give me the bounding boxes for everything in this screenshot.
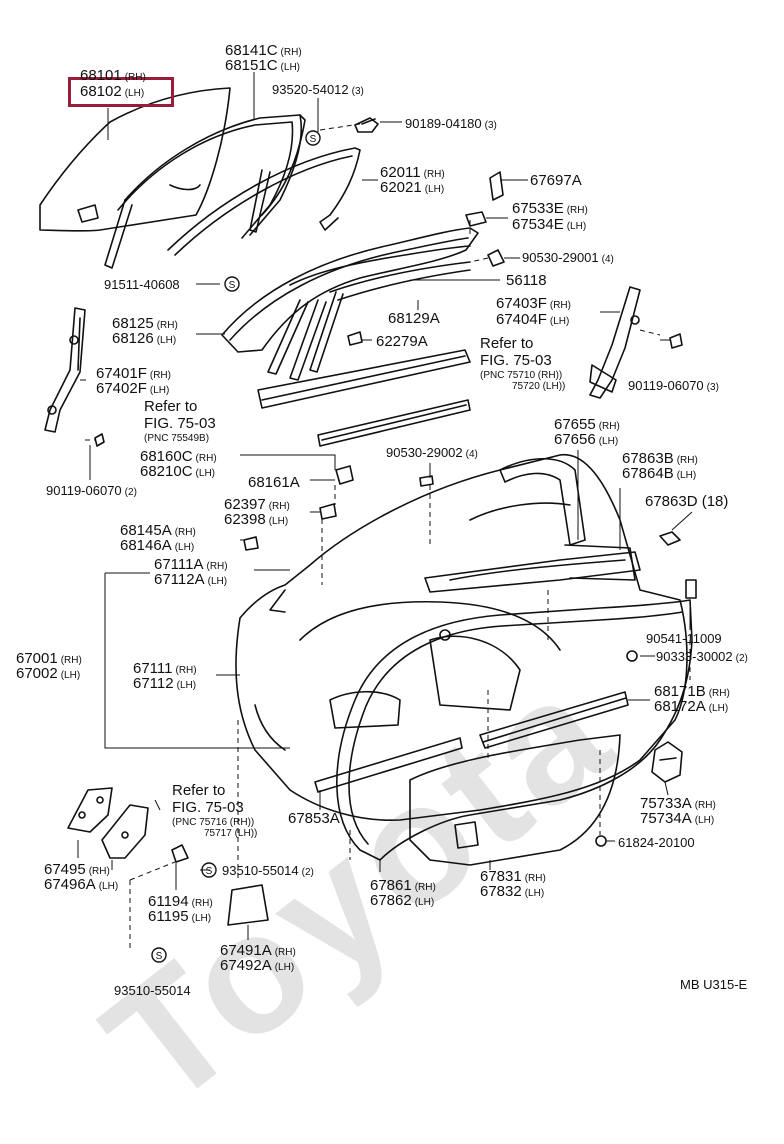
screw-mark: S	[206, 866, 213, 877]
label-67401f[interactable]: 67401F(RH)	[96, 365, 171, 382]
glass-run-channel	[124, 114, 303, 236]
label-67402f[interactable]: 67402F(LH)	[96, 380, 170, 397]
label-93520[interactable]: 93520-54012(3)	[272, 82, 364, 97]
reference-note-1[interactable]: Refer to FIG. 75-03 (PNC 75710 (RH)) 757…	[480, 335, 566, 392]
label-90530-29001[interactable]: 90530-29001(4)	[522, 250, 614, 265]
label-67495[interactable]: 67495(RH)	[44, 861, 110, 878]
label-67832[interactable]: 67832(LH)	[480, 883, 545, 900]
label-67111[interactable]: 67111(RH)	[133, 660, 197, 677]
label-68172a[interactable]: 68172A(LH)	[654, 698, 729, 715]
label-93510[interactable]: 93510-55014	[114, 983, 191, 998]
reference-note-2[interactable]: Refer to FIG. 75-03 (PNC 75549B)	[144, 398, 216, 444]
label-67853a[interactable]: 67853A	[288, 810, 340, 827]
rear-sash	[589, 286, 641, 399]
screw-mark: S	[229, 280, 236, 291]
label-68171b[interactable]: 68171B(RH)	[654, 683, 730, 700]
label-90119-3[interactable]: 90119-06070(3)	[628, 378, 719, 393]
selected-part-highlight	[68, 77, 174, 107]
label-67831[interactable]: 67831(RH)	[480, 868, 546, 885]
label-68160c[interactable]: 68160C(RH)	[140, 448, 217, 465]
label-93510-2[interactable]: 93510-55014(2)	[222, 863, 314, 878]
label-67492a[interactable]: 67492A(LH)	[220, 957, 295, 974]
label-90541[interactable]: 90541-11009	[646, 631, 722, 646]
front-sash	[44, 307, 86, 433]
label-68125[interactable]: 68125(RH)	[112, 315, 178, 332]
label-61194[interactable]: 61194(RH)	[148, 893, 213, 910]
reference-note-3[interactable]: Refer to FIG. 75-03 (PNC 75716 (RH)) 757…	[172, 782, 258, 839]
corner-cover	[227, 884, 269, 926]
label-91511[interactable]: 91511-40608	[104, 277, 180, 292]
label-61824[interactable]: 61824-20100	[618, 835, 695, 850]
label-67002[interactable]: 67002(LH)	[16, 665, 81, 682]
roof-weatherstrip	[167, 147, 361, 251]
label-68129a[interactable]: 68129A	[388, 310, 440, 327]
label-67533e[interactable]: 67533E(RH)	[512, 200, 588, 217]
label-62279a[interactable]: 62279A	[376, 333, 428, 350]
label-68141c[interactable]: 68141C(RH)	[225, 42, 302, 59]
label-62398[interactable]: 62398(LH)	[224, 511, 289, 528]
label-68151c[interactable]: 68151C(LH)	[225, 57, 300, 74]
door-trim-board	[409, 734, 621, 866]
label-75733a[interactable]: 75733A(RH)	[640, 795, 716, 812]
label-90189[interactable]: 90189-04180(3)	[405, 116, 497, 131]
label-62021[interactable]: 62021(LH)	[380, 179, 445, 196]
label-67863b[interactable]: 67863B(RH)	[622, 450, 698, 467]
label-67534e[interactable]: 67534E(LH)	[512, 216, 587, 233]
label-68145a[interactable]: 68145A(RH)	[120, 522, 196, 539]
label-67491a[interactable]: 67491A(RH)	[220, 942, 296, 959]
label-56118[interactable]: 56118	[506, 272, 547, 289]
label-68146a[interactable]: 68146A(LH)	[120, 537, 195, 554]
label-67112[interactable]: 67112(LH)	[133, 675, 197, 692]
label-90333[interactable]: 90333-30002(2)	[656, 649, 748, 664]
label-68210c[interactable]: 68210C(LH)	[140, 463, 215, 480]
door-frame	[221, 227, 479, 353]
label-68126[interactable]: 68126(LH)	[112, 330, 177, 347]
label-67112a[interactable]: 67112A(LH)	[154, 571, 228, 588]
mirror-cover-front	[67, 787, 113, 833]
label-90119-2[interactable]: 90119-06070(2)	[46, 483, 137, 498]
exploded-diagram: S S S S	[39, 72, 697, 963]
label-67864b[interactable]: 67864B(LH)	[622, 465, 697, 482]
label-67697a[interactable]: 67697A	[530, 172, 582, 189]
belt-moulding-outer	[257, 349, 471, 409]
label-61195[interactable]: 61195(LH)	[148, 908, 212, 925]
label-67655[interactable]: 67655(RH)	[554, 416, 620, 433]
label-62011[interactable]: 62011(RH)	[380, 164, 445, 181]
door-panel	[235, 453, 688, 822]
retainer-clip	[651, 741, 683, 783]
belt-weatherstrip-inner	[479, 691, 629, 749]
label-67863d[interactable]: 67863D (18)	[645, 493, 729, 510]
label-67404f[interactable]: 67404F(LH)	[496, 311, 570, 328]
label-90530-29002[interactable]: 90530-29002(4)	[386, 445, 478, 460]
screw-mark: S	[156, 951, 163, 962]
label-68101[interactable]: 68101(RH)	[80, 67, 146, 84]
label-67496a[interactable]: 67496A(LH)	[44, 876, 119, 893]
label-67111a[interactable]: 67111A(RH)	[154, 556, 228, 573]
label-67862[interactable]: 67862(LH)	[370, 892, 435, 909]
door-glass	[39, 87, 231, 232]
label-67861[interactable]: 67861(RH)	[370, 877, 436, 894]
diagram-code: MB U315-E	[680, 977, 748, 992]
label-68161a[interactable]: 68161A	[248, 474, 300, 491]
screw-mark: S	[310, 134, 317, 145]
mirror-cover-inner	[101, 804, 149, 859]
label-62397[interactable]: 62397(RH)	[224, 496, 290, 513]
label-67001[interactable]: 67001(RH)	[16, 650, 82, 667]
label-68102[interactable]: 68102(LH)	[80, 83, 145, 100]
label-67656[interactable]: 67656(LH)	[554, 431, 619, 448]
label-75734a[interactable]: 75734A(LH)	[640, 810, 715, 827]
label-67403f[interactable]: 67403F(RH)	[496, 295, 571, 312]
